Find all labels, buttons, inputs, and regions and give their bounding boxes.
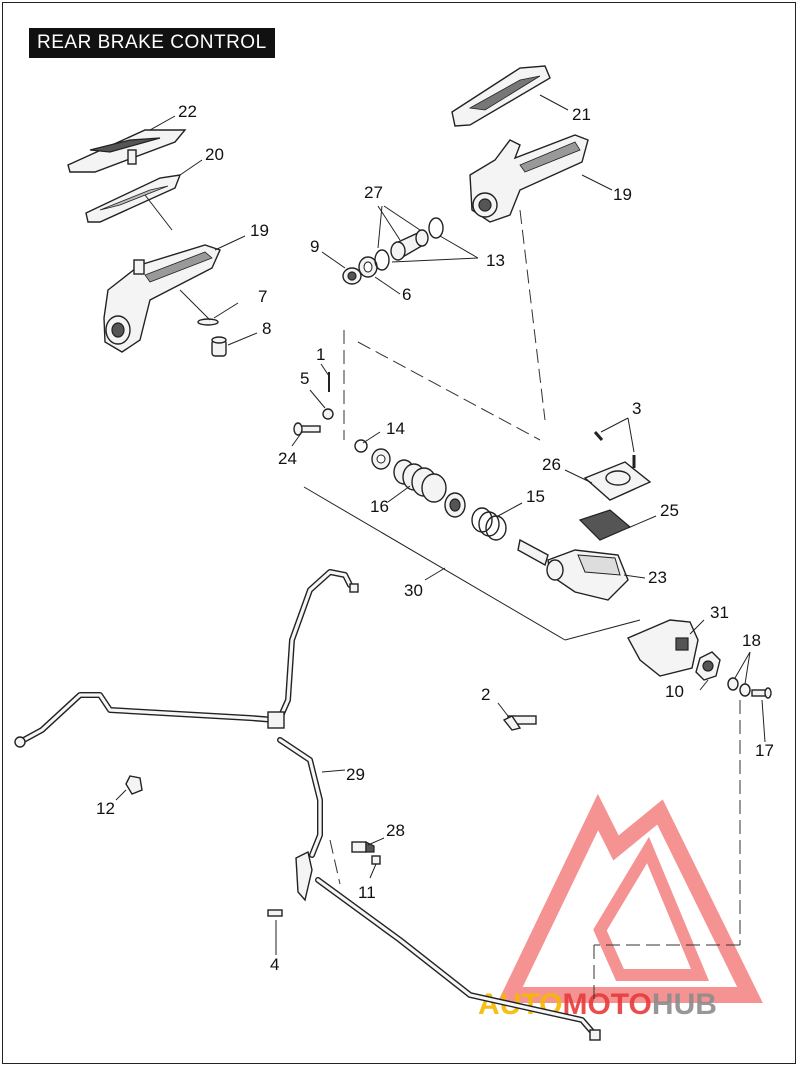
label-24: 24 bbox=[278, 449, 297, 468]
label-7: 7 bbox=[258, 287, 267, 306]
label-23: 23 bbox=[648, 568, 667, 587]
watermark-triangle-icon bbox=[497, 793, 763, 1003]
part-27-bushing bbox=[374, 229, 429, 271]
label-25: 25 bbox=[660, 501, 679, 520]
part-number-labels: 1 2 3 4 5 6 7 8 9 10 11 12 13 14 15 16 1… bbox=[96, 102, 774, 974]
label-20: 20 bbox=[205, 145, 224, 164]
part-9-nut bbox=[342, 267, 362, 285]
label-31: 31 bbox=[710, 603, 729, 622]
part-31-guard bbox=[627, 619, 699, 677]
label-18: 18 bbox=[742, 631, 761, 650]
part-12-clip bbox=[125, 775, 143, 795]
label-16: 16 bbox=[370, 497, 389, 516]
label-6: 6 bbox=[402, 285, 411, 304]
part-18-washers bbox=[727, 677, 751, 697]
part-14-washer bbox=[371, 448, 391, 470]
part-8-bushing bbox=[211, 336, 227, 357]
label-19-right: 19 bbox=[613, 185, 632, 204]
label-5: 5 bbox=[300, 369, 309, 388]
part-2-bolt bbox=[502, 715, 537, 731]
part-23-master-cylinder bbox=[517, 538, 629, 601]
part-29-brake-line bbox=[14, 569, 601, 1041]
part-5-washer bbox=[322, 408, 334, 420]
part-25-diaphragm bbox=[578, 509, 632, 541]
watermark-logo bbox=[497, 793, 763, 1003]
label-21: 21 bbox=[572, 105, 591, 124]
label-2: 2 bbox=[481, 685, 490, 704]
label-28: 28 bbox=[386, 821, 405, 840]
watermark-inner-icon bbox=[593, 836, 709, 981]
label-13: 13 bbox=[486, 251, 505, 270]
label-19-left: 19 bbox=[250, 221, 269, 240]
part-15-piston bbox=[444, 492, 466, 518]
label-29: 29 bbox=[346, 765, 365, 784]
part-26-cover bbox=[583, 461, 652, 501]
part-10-nut bbox=[695, 651, 721, 681]
watermark-text-hub: HUB bbox=[652, 988, 717, 1021]
part-16-boot bbox=[393, 459, 447, 503]
part-4-bracket-screw bbox=[267, 850, 313, 917]
label-26: 26 bbox=[542, 455, 561, 474]
part-7-washer bbox=[197, 318, 219, 326]
label-27: 27 bbox=[364, 183, 383, 202]
part-11-fitting bbox=[371, 855, 381, 865]
part-15-spring bbox=[471, 507, 507, 541]
label-11: 11 bbox=[358, 883, 376, 902]
part-21-pad bbox=[451, 65, 551, 127]
label-12: 12 bbox=[96, 799, 115, 818]
part-13-oring bbox=[428, 217, 444, 239]
leader-lines bbox=[115, 94, 766, 955]
label-3: 3 bbox=[632, 399, 641, 418]
page-title: REAR BRAKE CONTROL bbox=[29, 28, 275, 58]
part-3-screws bbox=[593, 431, 636, 468]
part-19-right-bracket bbox=[469, 134, 589, 223]
watermark-text-moto: MOTO bbox=[562, 988, 651, 1021]
part-22-pad bbox=[67, 129, 187, 173]
part-6-washer bbox=[358, 256, 378, 278]
label-14: 14 bbox=[386, 419, 405, 438]
label-22: 22 bbox=[178, 102, 197, 121]
label-10: 10 bbox=[665, 682, 684, 701]
part-14-retainer bbox=[354, 439, 368, 453]
part-20-pad bbox=[85, 174, 182, 223]
label-8: 8 bbox=[262, 319, 271, 338]
label-30: 30 bbox=[404, 581, 423, 600]
label-17: 17 bbox=[755, 741, 774, 760]
part-24-clevis-pin bbox=[293, 422, 321, 436]
label-4: 4 bbox=[270, 955, 279, 974]
label-1: 1 bbox=[316, 345, 325, 364]
label-9: 9 bbox=[310, 237, 319, 256]
part-19-left-bracket bbox=[103, 244, 221, 353]
label-15: 15 bbox=[526, 487, 545, 506]
part-17-bolt bbox=[751, 687, 772, 699]
assembly-dash-lines bbox=[343, 209, 741, 1000]
